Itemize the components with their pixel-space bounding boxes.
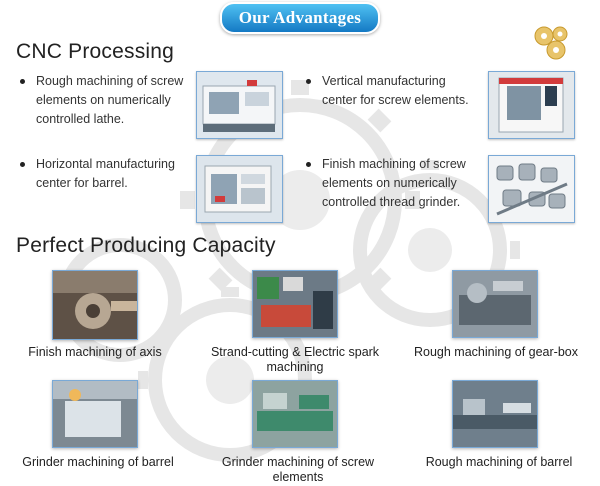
screw-elements-photo [488, 155, 575, 223]
caption-grinder-barrel: Grinder machining of barrel [22, 455, 174, 469]
gears-logo-icon [534, 26, 568, 60]
bullet-icon [20, 79, 25, 84]
grinder-screw-photo [252, 380, 338, 448]
vertical-center-photo [488, 71, 575, 139]
bullet-icon [20, 162, 25, 167]
gear-box-photo [452, 270, 538, 338]
caption-grinder-screw: Grinder machining of screw elements [221, 455, 375, 484]
our-advantages-banner: Our Advantages [220, 2, 380, 34]
cnc-item-text: Vertical manufacturing center for screw … [322, 74, 469, 107]
caption-axis: Finish machining of axis [28, 345, 162, 359]
axis-machining-photo [52, 270, 138, 340]
grinder-barrel-photo [52, 380, 138, 448]
horizontal-center-photo [196, 155, 283, 223]
cnc-item-text: Horizontal manufacturing center for barr… [36, 157, 175, 190]
bullet-icon [306, 79, 311, 84]
caption-rough-barrel: Rough machining of barrel [425, 455, 573, 469]
producing-capacity-title: Perfect Producing Capacity [16, 234, 276, 257]
lathe-photo [196, 71, 283, 139]
strand-cutting-photo [252, 270, 338, 338]
caption-strand-cutting: Strand-cutting & Electric spark machinin… [210, 345, 380, 374]
bullet-icon [306, 162, 311, 167]
cnc-processing-title: CNC Processing [16, 40, 175, 63]
rough-barrel-photo [452, 380, 538, 448]
caption-gear-box: Rough machining of gear-box [414, 345, 578, 359]
cnc-item-text: Finish machining of screw elements on nu… [322, 157, 466, 209]
cnc-item-text: Rough machining of screw elements on num… [36, 74, 184, 126]
